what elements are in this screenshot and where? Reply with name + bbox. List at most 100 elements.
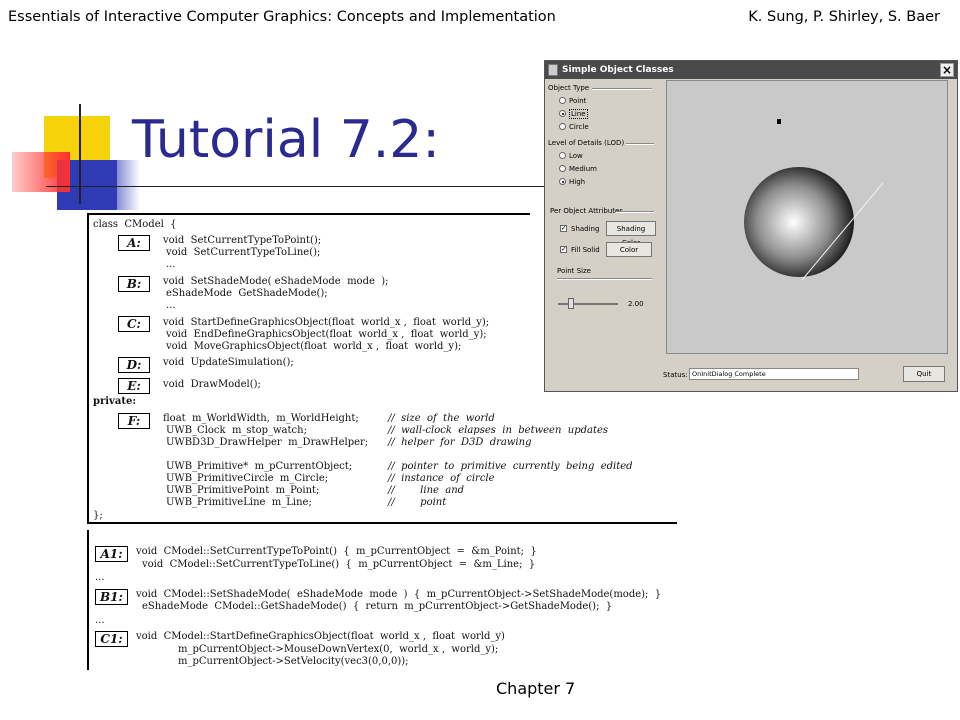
radio-high-label: High [569, 178, 586, 186]
radio-circle-label: Circle [569, 123, 589, 131]
point-size-slider-track[interactable] [558, 303, 618, 305]
dialog-title: Simple Object Classes [562, 65, 674, 75]
slide-title: Tutorial 7.2: [132, 110, 440, 170]
app-icon [548, 64, 558, 76]
status-field: OnInitDialog Complete [689, 368, 859, 380]
shading-color-button[interactable]: Shading Color [606, 221, 656, 247]
code-f6: UWB_PrimitivePoint m_Point; [166, 485, 320, 496]
code-f4: UWB_Primitive* m_pCurrentObject; [166, 461, 353, 472]
code-dots: ... [166, 300, 176, 311]
code-impl-c1-1: void CModel::StartDefineGraphicsObject(f… [136, 631, 505, 642]
canvas-scene [744, 119, 884, 281]
radio-low-label: Low [569, 152, 583, 160]
circle-primitive [744, 167, 854, 277]
close-icon[interactable]: × [940, 63, 954, 77]
code-f7: UWB_PrimitiveLine m_Line; [166, 497, 312, 508]
dialog-titlebar: Simple Object Classes × [545, 61, 957, 79]
quit-button[interactable]: Quit [903, 366, 945, 382]
control-panel: Object Type Point Line Circle Level of D… [546, 80, 664, 370]
radio-point-label: Point [569, 97, 587, 105]
label-f: F: [118, 413, 150, 429]
point-size-slider-thumb[interactable] [568, 298, 574, 309]
radio-line-label: Line [569, 109, 588, 119]
code-f1: float m_WorldWidth, m_WorldHeight; [163, 413, 359, 424]
simple-object-classes-dialog: Simple Object Classes × Object Type Poin… [544, 60, 958, 392]
code-a2: void SetCurrentTypeToLine(); [166, 247, 321, 258]
divider [592, 88, 652, 90]
per-object-label: Per Object Attributes [550, 207, 623, 215]
code-b2: eShadeMode GetShadeMode(); [166, 288, 328, 299]
deco-blue-fade [100, 160, 140, 210]
radio-high[interactable] [559, 178, 566, 185]
code-f3-comment: // helper for D3D drawing [388, 437, 532, 448]
code-class-end: }; [93, 510, 103, 521]
code-dots: ... [95, 615, 105, 626]
code-f7-comment: // point [388, 497, 447, 508]
code-left-bar [87, 213, 89, 523]
code-impl-a1-2: void CModel::SetCurrentTypeToLine() { m_… [142, 559, 536, 570]
code-impl-b1-1: void CModel::SetShadeMode( eShadeMode mo… [136, 589, 662, 600]
code-c3: void MoveGraphicsObject(float world_x , … [166, 341, 462, 352]
radio-circle[interactable] [559, 123, 566, 130]
radio-line[interactable] [559, 110, 566, 117]
code-impl-a1-1: void CModel::SetCurrentTypeToPoint() { m… [136, 546, 537, 557]
code-f2: UWB_Clock m_stop_watch; [166, 425, 307, 436]
object-type-label: Object Type [548, 84, 590, 92]
point-size-value: 2.00 [628, 300, 644, 308]
label-a1: A1: [95, 546, 128, 562]
lod-label: Level of Details (LOD) [548, 139, 625, 147]
point-size-label: Point Size [557, 267, 591, 275]
code-f6-comment: // line and [388, 485, 465, 496]
code-c2: void EndDefineGraphicsObject(float world… [166, 329, 487, 340]
code-e1: void DrawModel(); [163, 379, 261, 390]
code-bottom-rule [87, 522, 677, 524]
code-dots: ... [95, 572, 105, 583]
label-c1: C1: [95, 631, 128, 647]
code-impl-left-bar [87, 530, 89, 670]
drawing-canvas[interactable] [666, 80, 948, 354]
fill-solid-label: Fill Solid [571, 246, 600, 254]
code-f1-comment: // size of the world [388, 413, 495, 424]
shading-label: Shading [571, 225, 600, 233]
status-label: Status: [663, 371, 688, 379]
code-impl-c1-2: m_pCurrentObject->MouseDownVertex(0, wor… [178, 644, 499, 655]
point-primitive [777, 119, 781, 124]
code-f5: UWB_PrimitiveCircle m_Circle; [166, 473, 329, 484]
chapter-footer: Chapter 7 [496, 679, 576, 698]
code-impl-b1-2: eShadeMode CModel::GetShadeMode() { retu… [142, 601, 613, 612]
label-a: A: [118, 235, 150, 251]
code-b1: void SetShadeMode( eShadeMode mode ); [163, 276, 389, 287]
fill-solid-checkbox[interactable]: ✓ [560, 245, 567, 253]
label-c: C: [118, 316, 150, 332]
radio-point[interactable] [559, 97, 566, 104]
deco-horizontal-line [46, 186, 546, 187]
label-d: D: [118, 357, 150, 373]
code-c1: void StartDefineGraphicsObject(float wor… [163, 317, 490, 328]
color-button[interactable]: Color [606, 242, 652, 257]
radio-low[interactable] [559, 152, 566, 159]
label-b1: B1: [95, 589, 128, 605]
shading-checkbox[interactable]: ✓ [560, 224, 567, 232]
code-a1: void SetCurrentTypeToPoint(); [163, 235, 322, 246]
radio-medium[interactable] [559, 165, 566, 172]
divider [626, 143, 654, 145]
code-d1: void UpdateSimulation(); [163, 357, 294, 368]
label-e: E: [118, 378, 150, 394]
deco-vertical-line [79, 104, 81, 204]
divider [616, 211, 654, 213]
authors: K. Sung, P. Shirley, S. Baer [748, 9, 940, 25]
code-f3: UWBD3D_DrawHelper m_DrawHelper; [166, 437, 369, 448]
label-b: B: [118, 276, 150, 292]
book-title: Essentials of Interactive Computer Graph… [8, 9, 556, 25]
code-f4-comment: // pointer to primitive currently being … [388, 461, 633, 472]
code-dots: ... [166, 259, 176, 270]
class-decl: class CModel { [93, 219, 177, 230]
code-f5-comment: // instance of circle [388, 473, 495, 484]
radio-medium-label: Medium [569, 165, 597, 173]
code-top-rule [87, 213, 530, 215]
line-primitive [801, 182, 884, 281]
code-impl-c1-3: m_pCurrentObject->SetVelocity(vec3(0,0,0… [178, 656, 409, 667]
divider [557, 278, 652, 280]
code-private: private: [93, 396, 137, 407]
code-f2-comment: // wall-clock elapses in between updates [388, 425, 609, 436]
